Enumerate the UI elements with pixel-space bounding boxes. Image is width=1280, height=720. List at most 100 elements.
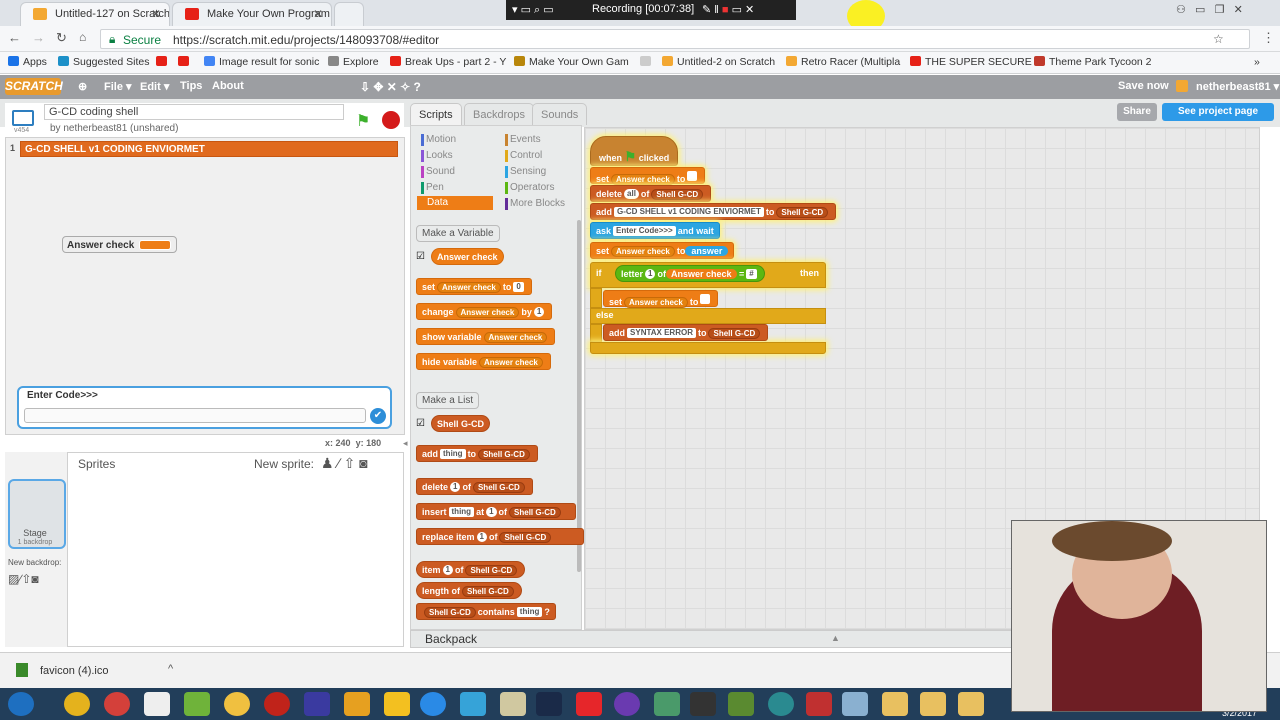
value-input[interactable]: Enter Code>>>: [613, 226, 676, 236]
list-dropdown[interactable]: Shell G-CD: [478, 449, 530, 460]
more-bookmarks-icon[interactable]: »: [1254, 56, 1260, 68]
bookmark[interactable]: [156, 56, 171, 68]
atom-icon[interactable]: [768, 692, 794, 716]
variable-reporter[interactable]: Answer check: [431, 248, 504, 265]
value-input[interactable]: G-CD SHELL v1 CODING ENVIORMET: [614, 207, 764, 217]
app-icon[interactable]: [806, 692, 832, 716]
backdrop-tool-icons[interactable]: ▨∕⇧◙: [8, 572, 39, 586]
collapse-icon[interactable]: ◂: [403, 438, 408, 448]
folder-icon[interactable]: [958, 692, 984, 716]
index-input[interactable]: 1: [476, 532, 487, 542]
close-icon[interactable]: ✕: [150, 7, 161, 21]
internet-explorer-icon[interactable]: [420, 692, 446, 716]
close-icon[interactable]: ✕: [312, 7, 323, 21]
folder-icon[interactable]: [882, 692, 908, 716]
tab-scratch[interactable]: Untitled-127 on Scratch ✕: [20, 2, 170, 26]
bookmark[interactable]: Explore: [328, 56, 379, 68]
bookmark[interactable]: [640, 56, 655, 68]
category-control[interactable]: Control: [505, 150, 542, 162]
new-tab-button[interactable]: [334, 2, 364, 26]
star-icon[interactable]: ☆: [1213, 32, 1224, 46]
bookmark[interactable]: Image result for sonic: [204, 56, 319, 68]
app-icon[interactable]: [304, 692, 330, 716]
value-input[interactable]: thing: [448, 507, 475, 517]
value-input[interactable]: [687, 171, 698, 181]
tab-sounds[interactable]: Sounds: [532, 103, 588, 125]
bookmark[interactable]: THE SUPER SECURE M: [910, 56, 1043, 68]
index-input[interactable]: 1: [450, 482, 461, 492]
category-sound[interactable]: Sound: [421, 166, 455, 178]
share-button[interactable]: Share: [1117, 103, 1157, 121]
fullscreen-icon[interactable]: [12, 110, 34, 126]
expand-icon[interactable]: ▲: [831, 633, 840, 643]
green-flag-icon[interactable]: ⚑: [356, 113, 371, 130]
bookmark[interactable]: Retro Racer (Multipla: [786, 56, 900, 68]
category-more-blocks[interactable]: More Blocks: [505, 198, 565, 210]
headphones-icon[interactable]: [614, 692, 640, 716]
value-input[interactable]: thing: [440, 449, 466, 459]
menu-edit[interactable]: Edit ▾: [140, 81, 170, 93]
back-icon[interactable]: ←: [8, 30, 21, 45]
list-dropdown[interactable]: Shell G-CD: [776, 207, 829, 218]
avatar[interactable]: [1176, 80, 1188, 92]
list-dropdown[interactable]: Shell G-CD: [651, 189, 704, 200]
record-icon[interactable]: [264, 692, 290, 716]
variable-dropdown[interactable]: Answer check: [611, 174, 675, 185]
category-sensing[interactable]: Sensing: [505, 166, 546, 178]
menu-about[interactable]: About: [212, 80, 244, 92]
make-list-button[interactable]: Make a List: [416, 392, 480, 409]
value-input[interactable]: #: [746, 269, 757, 279]
bookmark[interactable]: Theme Park Tycoon 2: [1034, 56, 1152, 68]
when-flag-clicked-hat[interactable]: when ⚑ clicked: [590, 136, 679, 166]
chevron-up-icon[interactable]: ^: [168, 663, 174, 675]
chrome-icon[interactable]: [104, 692, 130, 716]
variable-dropdown[interactable]: Answer check: [479, 357, 543, 368]
value-input[interactable]: thing: [516, 607, 543, 617]
app-icon[interactable]: [500, 692, 526, 716]
index-input[interactable]: 1: [486, 507, 497, 517]
bookmark[interactable]: Break Ups - part 2 - Y: [390, 56, 506, 68]
unity-icon[interactable]: [690, 692, 716, 716]
menu-tips[interactable]: Tips: [180, 80, 203, 92]
list-checkbox[interactable]: ☑: [416, 418, 425, 429]
bookmark[interactable]: [178, 56, 193, 68]
category-pen[interactable]: Pen: [421, 182, 444, 194]
app-icon[interactable]: [536, 692, 562, 716]
list-dropdown[interactable]: Shell G-CD: [509, 507, 561, 518]
minecraft-icon[interactable]: [728, 692, 754, 716]
tab-scripts[interactable]: Scripts: [410, 103, 462, 125]
category-events[interactable]: Events: [505, 134, 541, 146]
variable-dropdown[interactable]: Answer check: [437, 282, 501, 293]
tab-youtube[interactable]: Make Your Own Program ✕: [172, 2, 332, 26]
home-icon[interactable]: ⌂: [79, 30, 87, 44]
folder-icon[interactable]: [920, 692, 946, 716]
list-dropdown[interactable]: Shell G-CD: [472, 482, 525, 493]
app-icon[interactable]: [654, 692, 680, 716]
app-icon[interactable]: [144, 692, 170, 716]
ask-answer-input[interactable]: [24, 408, 366, 423]
variable-dropdown[interactable]: Answer check: [455, 307, 520, 318]
chrome-icon[interactable]: [64, 692, 90, 716]
start-icon[interactable]: [8, 692, 34, 716]
list-dropdown[interactable]: Shell G-CD: [465, 565, 518, 576]
list-dropdown[interactable]: Shell G-CD: [708, 328, 761, 339]
value-input[interactable]: 0: [513, 282, 524, 292]
app-icon[interactable]: [344, 692, 370, 716]
scratch-icon[interactable]: [384, 692, 410, 716]
